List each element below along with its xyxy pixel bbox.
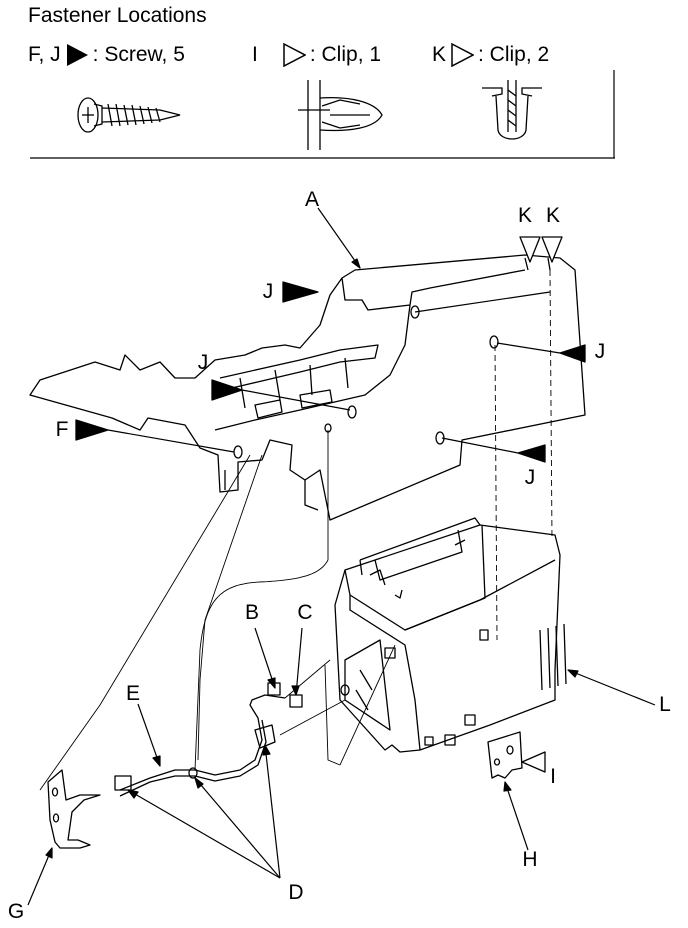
clip-1-icon bbox=[298, 80, 383, 150]
callout-E: E bbox=[125, 682, 141, 705]
screw-icon bbox=[77, 97, 181, 133]
callout-C: C bbox=[297, 601, 313, 624]
fastener-clip-2-desc: : Clip, 2 bbox=[478, 43, 550, 66]
open-triangle-icon bbox=[451, 43, 475, 67]
screw-marker-icon bbox=[75, 419, 109, 441]
callout-I: I bbox=[550, 765, 556, 788]
callout-J-upper: J bbox=[262, 280, 274, 303]
reference-lines bbox=[39, 269, 553, 791]
callout-B: B bbox=[244, 601, 260, 624]
callout-L: L bbox=[659, 693, 671, 716]
callout-J-left: J bbox=[197, 351, 209, 374]
clip-2-icon bbox=[482, 80, 542, 140]
callout-K-left: K bbox=[517, 204, 533, 227]
bracket-G bbox=[47, 769, 101, 849]
callout-J-lower: J bbox=[524, 466, 536, 489]
wire-harness-E bbox=[114, 682, 303, 797]
callout-K-right: K bbox=[545, 204, 561, 227]
fastener-illustrations bbox=[30, 70, 615, 159]
fastener-clip-2: K : Clip, 2 bbox=[432, 42, 549, 68]
callout-G: G bbox=[7, 900, 25, 923]
callout-D: D bbox=[288, 881, 304, 904]
screw-marker-icon bbox=[211, 379, 243, 401]
fastener-clip-1: I : Clip, 1 bbox=[252, 42, 381, 68]
screw-marker-icon bbox=[282, 281, 319, 303]
callout-F: F bbox=[55, 418, 69, 441]
fastener-screw: F, J : Screw, 5 bbox=[28, 42, 185, 68]
legend-title: Fastener Locations bbox=[28, 4, 207, 27]
console-panel-A bbox=[29, 254, 586, 521]
fastener-screw-codes: F, J bbox=[28, 43, 61, 66]
callout-A: A bbox=[304, 188, 320, 211]
fastener-markers bbox=[75, 236, 586, 773]
callout-H: H bbox=[522, 848, 538, 871]
bracket-H bbox=[487, 731, 523, 779]
clip-marker-icon bbox=[519, 236, 541, 263]
control-unit-L bbox=[334, 517, 567, 753]
clip-marker-icon bbox=[541, 236, 563, 263]
fastener-clip-2-codes: K bbox=[432, 43, 447, 66]
fastener-clip-1-codes: I bbox=[252, 43, 258, 66]
clip-marker-icon bbox=[521, 751, 546, 773]
callout-J-right: J bbox=[594, 340, 606, 363]
leader-lines bbox=[27, 207, 656, 906]
fastener-screw-desc: : Screw, 5 bbox=[92, 43, 185, 66]
fastener-clip-1-desc: : Clip, 1 bbox=[309, 43, 382, 66]
filled-triangle-icon bbox=[66, 44, 88, 66]
screw-marker-icon bbox=[517, 444, 546, 463]
screw-marker-icon bbox=[559, 344, 586, 363]
open-triangle-icon bbox=[283, 43, 306, 67]
